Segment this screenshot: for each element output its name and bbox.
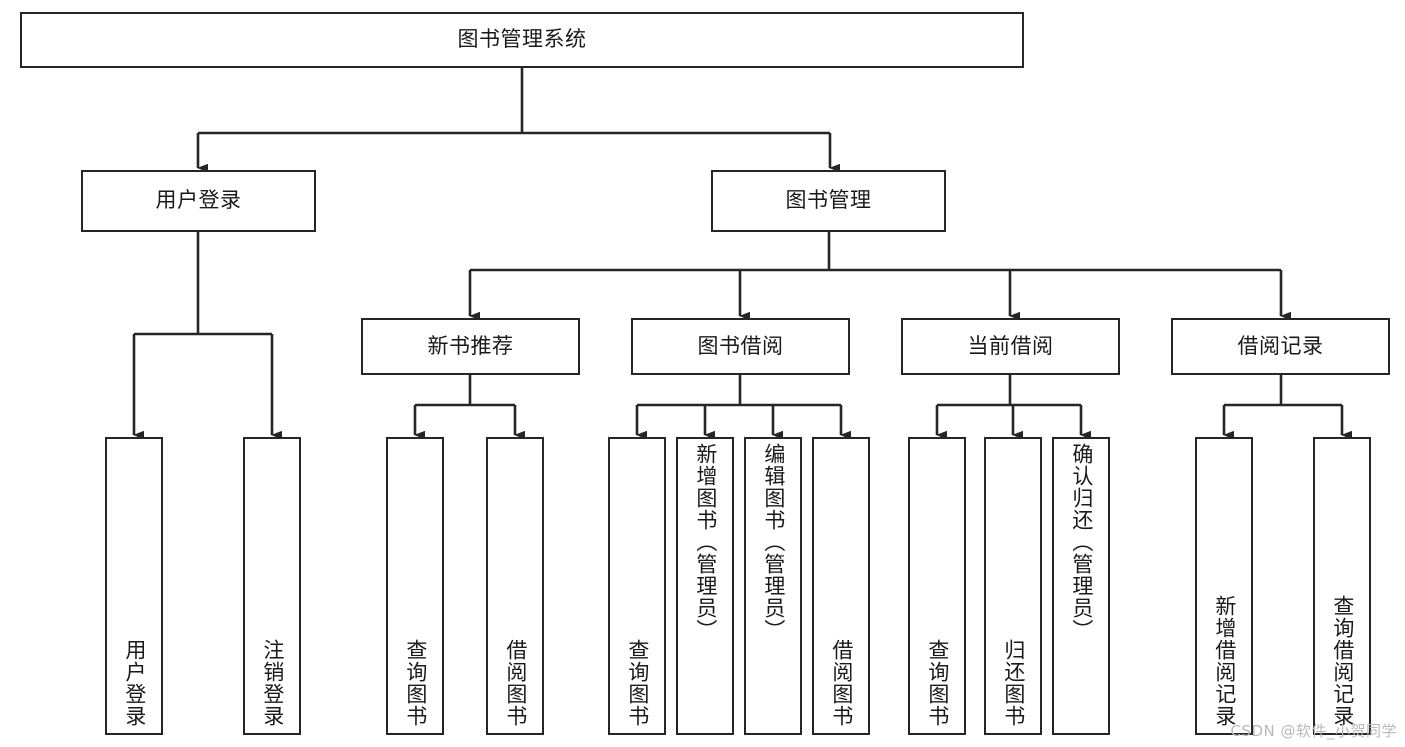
- node-leaf-query-book-1[interactable]: 查询图书: [386, 437, 444, 735]
- node-leaf-query-record-label: 查询借阅记录: [1330, 595, 1355, 727]
- node-borrow-record-label: 借阅记录: [1237, 333, 1324, 358]
- node-leaf-query-book-3-label: 查询图书: [925, 639, 950, 727]
- node-book-manage[interactable]: 图书管理: [711, 170, 946, 232]
- node-leaf-user-logout[interactable]: 注销登录: [243, 437, 301, 735]
- node-leaf-add-record-label: 新增借阅记录: [1212, 595, 1237, 727]
- node-leaf-query-book-2-label: 查询图书: [625, 639, 650, 727]
- node-leaf-borrow-book-2-label: 借阅图书: [829, 639, 854, 727]
- node-leaf-query-record[interactable]: 查询借阅记录: [1313, 437, 1371, 735]
- node-leaf-query-book-1-label: 查询图书: [403, 639, 428, 727]
- node-leaf-borrow-book-2[interactable]: 借阅图书: [812, 437, 870, 735]
- node-root-label: 图书管理系统: [457, 27, 587, 52]
- node-book-borrow[interactable]: 图书借阅: [631, 318, 850, 375]
- node-current-borrow[interactable]: 当前借阅: [901, 318, 1120, 375]
- node-leaf-query-book-2[interactable]: 查询图书: [608, 437, 666, 735]
- node-leaf-confirm-return[interactable]: 确认归还（管理员）: [1052, 437, 1110, 735]
- node-leaf-return-book[interactable]: 归还图书: [984, 437, 1042, 735]
- node-leaf-add-book[interactable]: 新增图书（管理员）: [676, 437, 734, 735]
- node-leaf-borrow-book-1[interactable]: 借阅图书: [486, 437, 544, 735]
- watermark-text: CSDN @软件_小贺同学: [1230, 722, 1397, 740]
- node-leaf-confirm-return-label: 确认归还（管理员）: [1069, 443, 1094, 641]
- node-leaf-user-login-label: 用户登录: [122, 639, 147, 727]
- node-leaf-edit-book-label: 编辑图书（管理员）: [761, 443, 786, 641]
- node-root[interactable]: 图书管理系统: [20, 12, 1024, 68]
- node-new-book-rec-label: 新书推荐: [427, 333, 514, 358]
- node-new-book-rec[interactable]: 新书推荐: [361, 318, 580, 375]
- node-leaf-query-book-3[interactable]: 查询图书: [908, 437, 966, 735]
- node-leaf-return-book-label: 归还图书: [1001, 639, 1026, 727]
- node-borrow-record[interactable]: 借阅记录: [1171, 318, 1390, 375]
- node-book-borrow-label: 图书借阅: [697, 333, 784, 358]
- node-leaf-user-logout-label: 注销登录: [260, 639, 285, 727]
- node-leaf-borrow-book-1-label: 借阅图书: [503, 639, 528, 727]
- node-leaf-add-book-label: 新增图书（管理员）: [693, 443, 718, 641]
- node-leaf-add-record[interactable]: 新增借阅记录: [1195, 437, 1253, 735]
- node-user-login-label: 用户登录: [155, 188, 242, 213]
- node-current-borrow-label: 当前借阅: [967, 333, 1054, 358]
- node-leaf-edit-book[interactable]: 编辑图书（管理员）: [744, 437, 802, 735]
- node-user-login[interactable]: 用户登录: [81, 170, 316, 232]
- node-leaf-user-login[interactable]: 用户登录: [105, 437, 163, 735]
- node-book-manage-label: 图书管理: [785, 188, 872, 213]
